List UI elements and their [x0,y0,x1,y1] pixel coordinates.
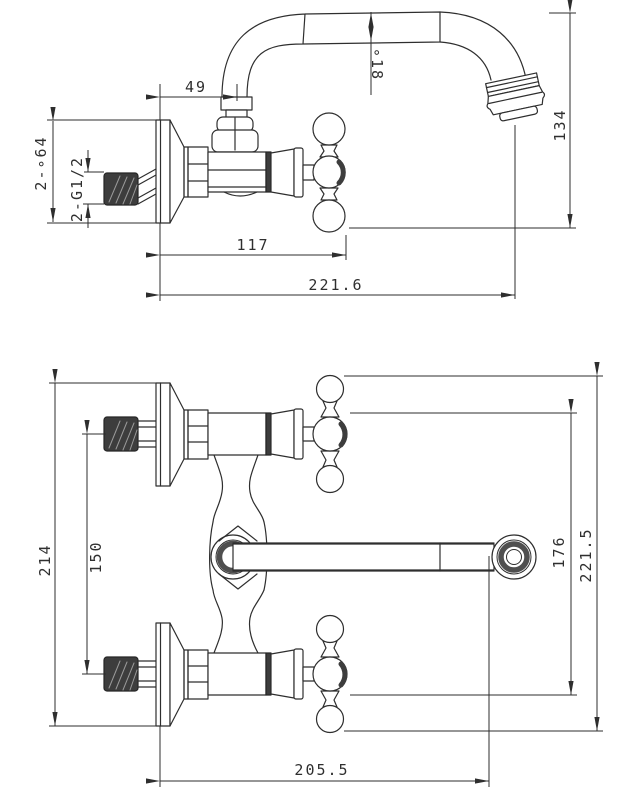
dim-depth-to-handle: 117 [146,236,346,258]
bottom-inlet-front [103,622,315,727]
dim-label-214: 214 [36,543,54,576]
side-view-dimensions: 49 ∘18 134 2-∘64 2-G1/2 117 [32,0,576,301]
spout-front [232,534,537,580]
faucet-front-view [103,374,537,734]
dim-label-205-5: 205.5 [294,761,349,779]
dim-spout-offset: 49 [146,78,237,100]
wall-flange-side [155,119,209,224]
dim-label-2-d64: 2-∘64 [32,135,50,190]
dim-max-depth: 221.6 [146,276,515,298]
spout-nozzle-side [485,72,546,122]
top-inlet-front [103,382,315,487]
dim-inlet-center-distance: 150 [84,420,105,674]
dim-label-176: 176 [550,535,568,568]
dim-label-221-5: 221.5 [577,527,595,582]
front-view-dimensions: 214 150 176 221.5 205.5 [36,362,603,787]
spout-side [221,11,546,122]
dim-spout-height: 134 [551,0,573,228]
dim-label-150: 150 [87,540,105,573]
dim-label-49: 49 [185,78,207,96]
dim-spout-pipe-diameter: ∘18 [368,12,386,95]
valve-body-side [207,96,315,198]
bottom-cross-handle-front [312,614,348,734]
spout-nozzle-front [491,534,537,580]
dim-overall-height: 214 [36,369,58,726]
top-cross-handle-front [312,374,348,494]
dim-label-221-6: 221.6 [308,276,363,294]
cross-handle-side [312,112,346,233]
dim-label-d18: ∘18 [368,48,386,81]
dim-label-117: 117 [236,236,269,254]
dim-valve-body-span: 176 [550,399,574,695]
dim-label-2-g12: 2-G1/2 [68,156,86,222]
inlet-nipple-side [103,168,157,206]
dim-flange-diameter: 2-∘64 [32,107,56,222]
dim-label-134: 134 [551,108,569,141]
dim-overall-span: 221.5 [577,362,600,731]
dim-inlet-thread: 2-G1/2 [68,150,91,228]
dim-spout-reach: 205.5 [146,761,489,784]
faucet-side-view [103,11,546,233]
